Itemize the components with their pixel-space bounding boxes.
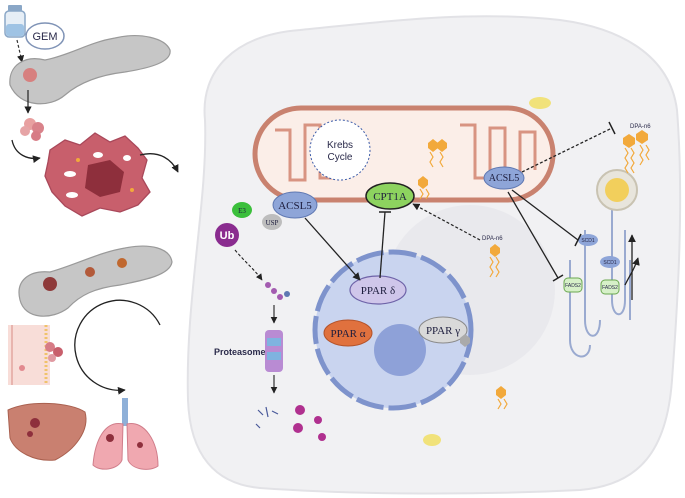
- pancreas-top-icon: [9, 35, 171, 105]
- mitochondrion-icon: Krebs Cycle: [252, 105, 556, 203]
- acsl5-to-fads2-inhibit: [507, 191, 559, 279]
- cpt1a-node: CPT1A: [365, 182, 415, 210]
- gem-drug-bubble: GEM: [25, 22, 65, 50]
- ppar-alpha-node: PPAR α: [323, 319, 373, 347]
- ppar-delta-label: PPAR δ: [361, 285, 395, 297]
- dpa-mid-label: DPA-n6: [482, 236, 503, 242]
- scd1-b-label: SCD1: [603, 260, 617, 266]
- fads2-a-label: FADS2: [565, 283, 581, 289]
- ppar-gamma-node: PPAR γ: [418, 316, 468, 344]
- blood-vessel-icon: [8, 325, 63, 385]
- krebs-label-2: Cycle: [327, 152, 352, 163]
- dpa-top-label: DPA-n6: [630, 124, 651, 130]
- acsl5-left-label: ACSL5: [278, 200, 312, 212]
- ppar-delta-node: PPAR δ: [349, 275, 407, 305]
- fads2-b-label: FADS2: [602, 285, 618, 291]
- proteasome-label: Proteasome: [214, 347, 266, 357]
- lungs-icon: [92, 398, 159, 470]
- cpt1a-label: CPT1A: [373, 191, 407, 203]
- fatty-acid-icon: [460, 334, 470, 347]
- scd1-a-node: SCD1: [578, 234, 598, 246]
- fads2-b-node: FADS2: [600, 279, 620, 295]
- proteasome-icon: [265, 330, 283, 372]
- acsl5-left-complex: ACSL5 USP E3 Ub: [215, 191, 318, 247]
- acsl5-right-complex: ACSL5: [483, 166, 525, 190]
- free-ubiquitin-icon: [293, 405, 326, 441]
- cycle-arrow: [74, 299, 161, 395]
- acsl5-right-label: ACSL5: [489, 173, 520, 184]
- fads2-product-arrow: [624, 257, 640, 286]
- drug-vial-icon: [4, 5, 26, 38]
- dpa-lipid-top-icon: [623, 130, 650, 174]
- pancreas-tumor-icon: [18, 245, 173, 317]
- fads2-a-node: FADS2: [563, 277, 583, 293]
- e3-label: E3: [238, 207, 246, 215]
- acsl5-to-dpa-inhibit: [521, 127, 613, 173]
- vesicle-icon: [529, 97, 551, 109]
- vesicle-icon: [423, 434, 441, 446]
- ubiquitin-chain-icon: [265, 282, 290, 300]
- scd1-a-label: SCD1: [581, 238, 595, 244]
- fatty-acid-icon: [418, 176, 430, 200]
- tumor-cluster-icon: [20, 118, 44, 141]
- acsl5-to-ppar-delta-arrow: [304, 217, 361, 281]
- ppar-delta-to-cpt1a-arrow: [379, 211, 386, 279]
- peptide-fragments-icon: [255, 406, 279, 429]
- dpa-lipid-mid-icon: [489, 244, 500, 278]
- lipid-droplet-icon: [596, 169, 638, 211]
- ppar-alpha-label: PPAR α: [330, 328, 365, 340]
- fatty-acid-icon: [496, 386, 508, 410]
- gem-label: GEM: [32, 31, 57, 43]
- liver-icon: [7, 403, 87, 461]
- ub-label: Ub: [220, 230, 235, 242]
- fatty-acid-icon: [428, 139, 447, 168]
- krebs-label-1: Krebs: [327, 140, 353, 151]
- ppar-gamma-label: PPAR γ: [426, 325, 460, 337]
- acsl5-to-scd1-inhibit: [511, 189, 579, 241]
- scd1-b-node: SCD1: [600, 256, 620, 268]
- dpa-to-cpt1a-arrow: [412, 203, 481, 241]
- tumor-cell-icon: [44, 132, 151, 217]
- usp-label: USP: [266, 219, 279, 227]
